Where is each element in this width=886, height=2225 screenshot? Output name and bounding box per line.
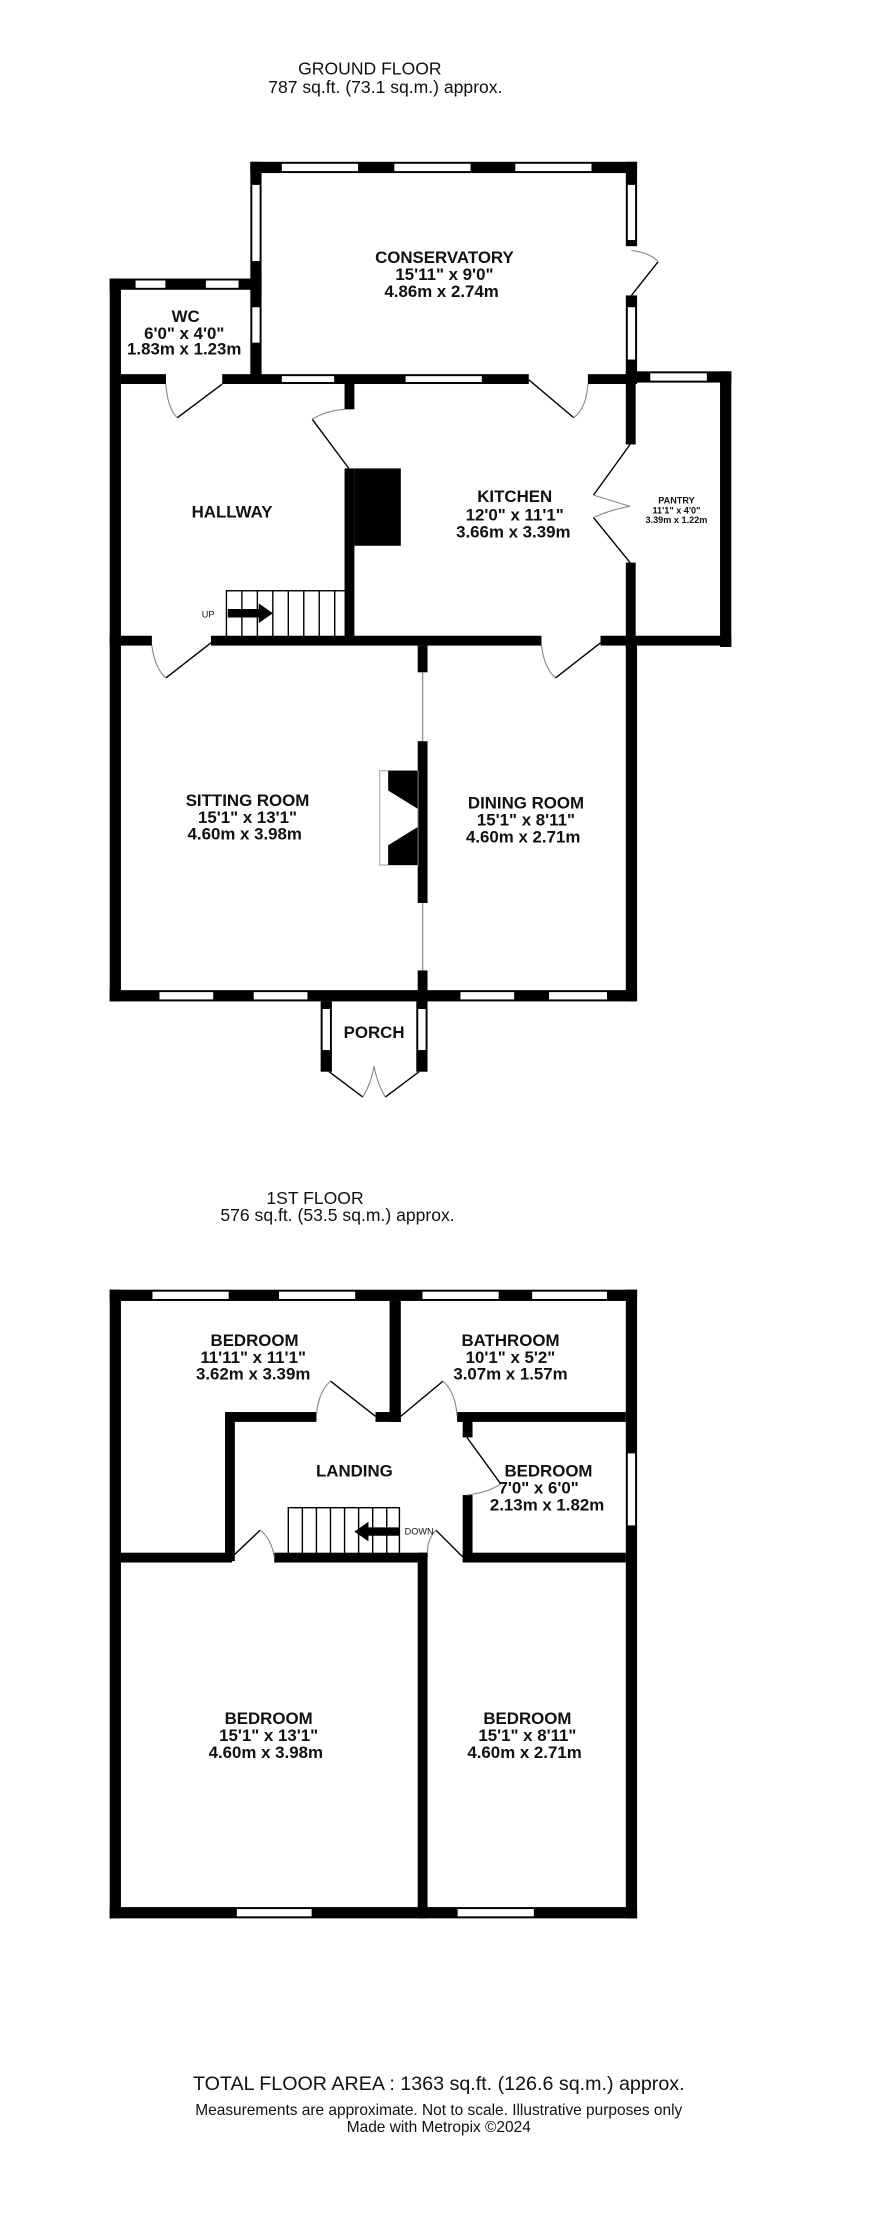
room-name: PORCH: [344, 1023, 405, 1042]
ground-floor-plan: UP: [109, 161, 732, 1098]
first-floor-plan: DOWN: [109, 1289, 638, 1919]
stairs-down-label: DOWN: [405, 1526, 434, 1536]
ground-floor-area: 787 sq.ft. (73.1 sq.m.) approx.: [268, 77, 502, 97]
ground-floor-room-labels: CONSERVATORY 15'11" x 9'0" 4.86m x 2.74m…: [127, 248, 707, 1042]
room-size-imperial: 15'1" x 13'1": [219, 1726, 318, 1745]
first-floor-room-labels: BEDROOM 11'11" x 11'1" 3.62m x 3.39m BAT…: [196, 1331, 604, 1762]
room-size-metric: 3.66m x 3.39m: [456, 522, 570, 541]
room-name: BEDROOM: [225, 1709, 313, 1728]
room-name: SITTING ROOM: [186, 791, 310, 810]
room-size-imperial: 11'1" x 4'0": [652, 505, 700, 515]
room-name: BEDROOM: [504, 1462, 592, 1481]
room-size-imperial: 10'1" x 5'2": [466, 1348, 556, 1367]
room-size-metric: 3.07m x 1.57m: [453, 1365, 567, 1384]
room-name: CONSERVATORY: [375, 248, 514, 267]
room-size-metric: 3.39m x 1.22m: [646, 515, 708, 525]
room-size-imperial: 15'1" x 8'11": [477, 811, 575, 830]
first-floor-area: 576 sq.ft. (53.5 sq.m.) approx.: [220, 1205, 454, 1225]
stairs-down: [287, 1506, 401, 1557]
room-size-imperial: 7'0" x 6'0": [498, 1479, 578, 1498]
credit: Made with Metropix ©2024: [347, 2119, 531, 2136]
room-name: WC: [172, 307, 200, 326]
first-floor-title: 1ST FLOOR: [266, 1188, 363, 1208]
room-size-metric: 2.13m x 1.82m: [490, 1495, 604, 1514]
stairs-up-label: UP: [202, 609, 215, 619]
room-name: LANDING: [316, 1462, 393, 1481]
room-name: BEDROOM: [483, 1709, 571, 1728]
disclaimer: Measurements are approximate. Not to sca…: [195, 2102, 682, 2119]
room-size-metric: 4.86m x 2.74m: [384, 282, 498, 301]
room-size-metric: 4.60m x 3.98m: [209, 1743, 323, 1762]
room-name: HALLWAY: [192, 503, 273, 522]
stairs-up: [225, 590, 347, 641]
ground-floor-title: GROUND FLOOR: [298, 59, 441, 79]
room-size-imperial: 15'1" x 13'1": [198, 808, 297, 827]
room-size-metric: 4.60m x 2.71m: [467, 1743, 581, 1762]
room-name: DINING ROOM: [468, 794, 584, 813]
room-size-imperial: 15'11" x 9'0": [395, 265, 493, 284]
room-size-imperial: 12'0" x 11'1": [466, 505, 564, 524]
room-size-metric: 3.62m x 3.39m: [196, 1365, 310, 1384]
total-floor-area: TOTAL FLOOR AREA : 1363 sq.ft. (126.6 sq…: [193, 2073, 685, 2095]
room-size-imperial: 15'1" x 8'11": [478, 1726, 576, 1745]
room-size-metric: 4.60m x 2.71m: [466, 827, 580, 846]
room-size-imperial: 11'11" x 11'1": [200, 1348, 306, 1367]
room-name: BATHROOM: [461, 1331, 559, 1350]
room-size-imperial: 6'0" x 4'0": [144, 324, 224, 343]
room-name: BEDROOM: [211, 1331, 299, 1350]
room-size-metric: 1.83m x 1.23m: [127, 339, 241, 358]
room-name: PANTRY: [658, 496, 695, 506]
room-size-metric: 4.60m x 3.98m: [188, 825, 302, 844]
room-name: KITCHEN: [477, 487, 552, 506]
